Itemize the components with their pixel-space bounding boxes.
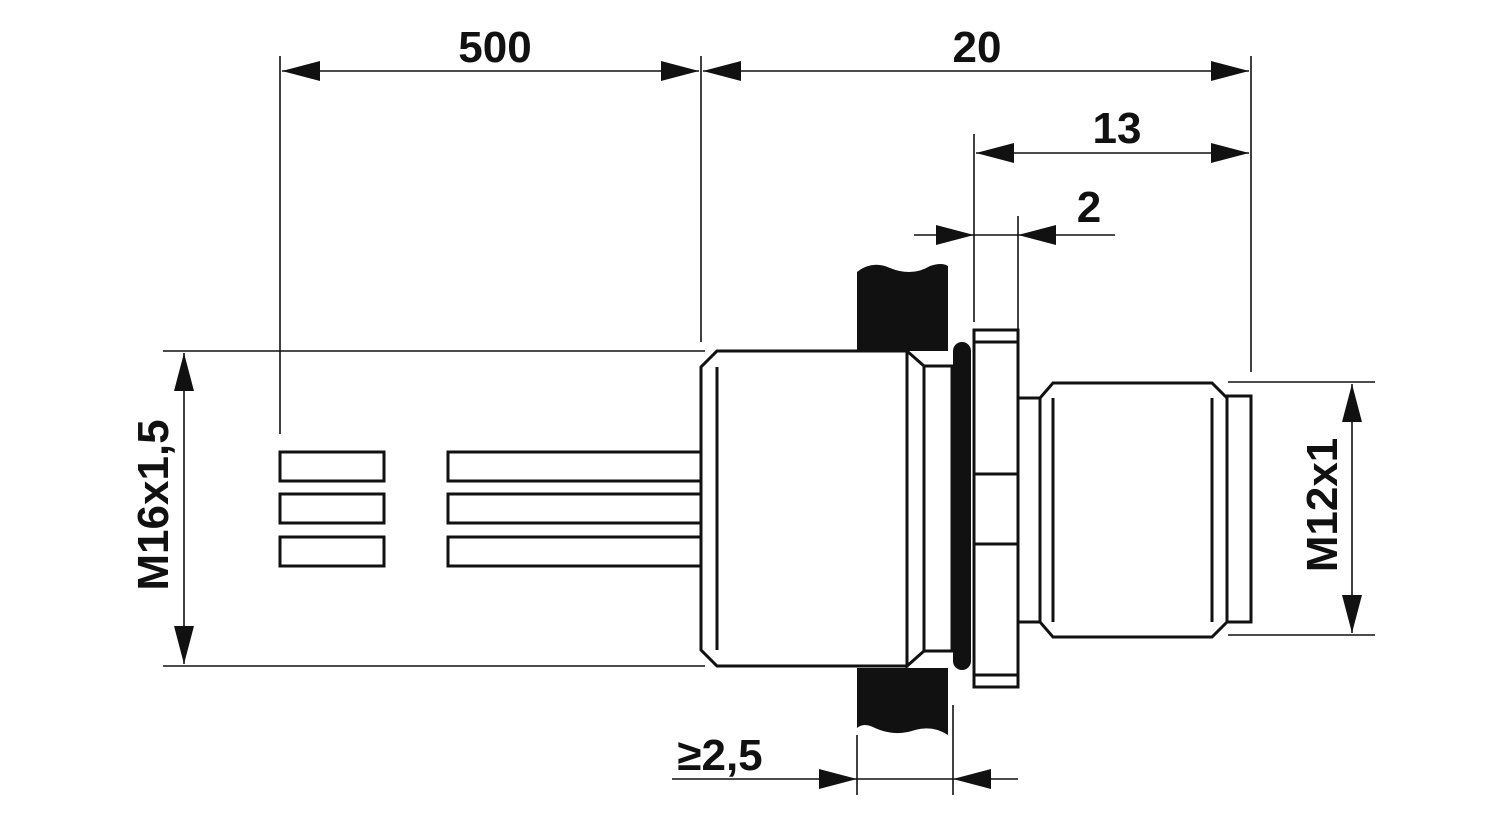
label-nut-thickness: 2	[1077, 183, 1101, 232]
label-cable-length: 500	[458, 23, 531, 72]
o-ring	[953, 342, 971, 670]
panel-nut	[972, 328, 1020, 689]
rear-thread-body	[699, 349, 909, 668]
collar	[905, 347, 954, 670]
label-rear-thread: M16x1,5	[129, 419, 178, 590]
dimension-nut-thickness: 2	[914, 183, 1115, 245]
cable-wires	[278, 450, 703, 568]
dimension-front-thread: M12x1	[1298, 384, 1362, 633]
dimension-wall-thickness: ≥2,5	[672, 731, 1018, 789]
front-thread-body	[1016, 381, 1253, 639]
label-wall-thickness: ≥2,5	[677, 731, 762, 780]
label-front-length: 13	[1093, 104, 1142, 153]
dimension-front-length: 13	[976, 104, 1249, 163]
extension-lines	[163, 56, 1375, 795]
dimension-cable-length: 500	[282, 23, 699, 81]
dimension-rear-thread: M16x1,5	[129, 353, 194, 664]
label-overall-length: 20	[953, 23, 1002, 72]
mounting-wall	[857, 264, 948, 735]
label-front-thread: M12x1	[1298, 438, 1347, 573]
dimension-overall-length: 20	[703, 23, 1249, 81]
